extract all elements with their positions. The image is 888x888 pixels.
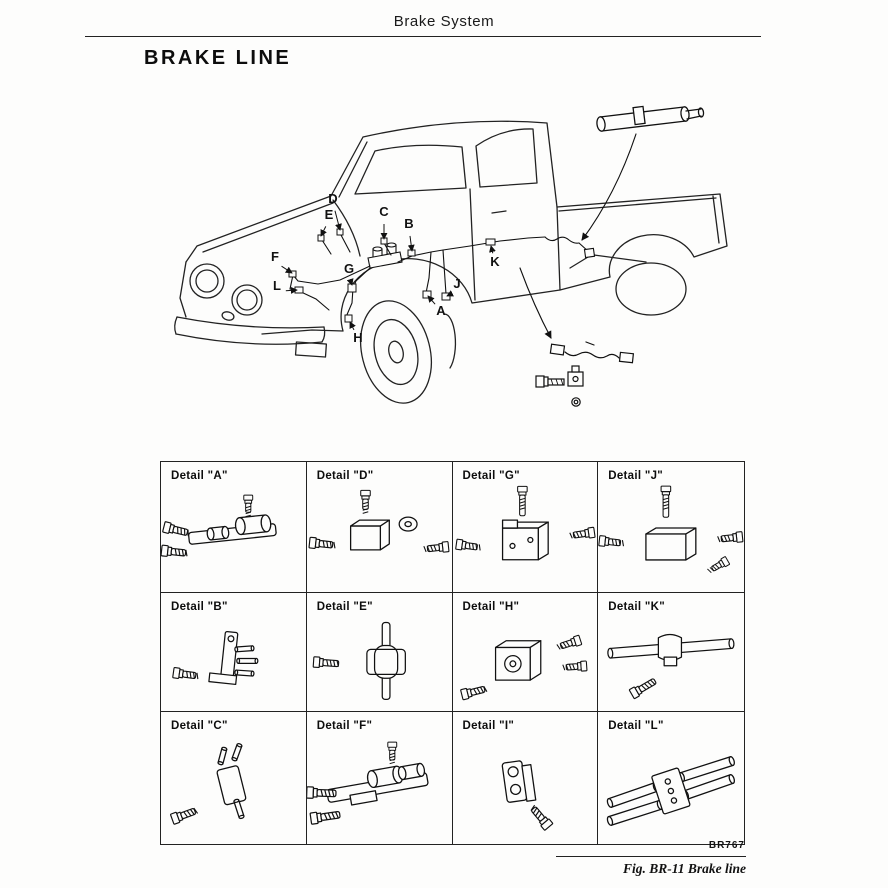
detail-cell-C: Detail "C" [161, 712, 307, 844]
callout-arrow-F [281, 265, 293, 274]
callout-J: J [453, 276, 460, 291]
header-rule [85, 36, 761, 37]
callout-E: E [325, 207, 334, 222]
detail-cell-K: Detail "K" [598, 593, 744, 712]
detail-H-illustration [459, 634, 587, 701]
detail-cell-label-I: Detail "I" [462, 720, 515, 732]
callout-arrow-D [334, 210, 342, 231]
detail-L-illustration [606, 756, 736, 826]
callout-arrow-L [285, 286, 298, 294]
detail-cell-label-D: Detail "D" [316, 470, 374, 482]
hose-fitting-inset [519, 267, 635, 407]
detail-cell-label-E: Detail "E" [316, 601, 373, 613]
callout-arrow-B [407, 235, 415, 252]
figure-rule [556, 856, 746, 857]
detail-cell-E: Detail "E" [306, 593, 453, 712]
callout-H: H [353, 330, 362, 345]
detail-cell-A: Detail "A" [161, 462, 307, 593]
detail-D-illustration [308, 489, 450, 553]
detail-C-illustration [170, 743, 247, 825]
detail-cell-L: Detail "L" [598, 712, 744, 844]
detail-A-illustration [161, 494, 277, 557]
callout-arrow-A [427, 295, 436, 305]
detail-cell-label-A: Detail "A" [171, 470, 228, 482]
detail-cell-D: Detail "D" [306, 462, 453, 593]
callout-D: D [328, 191, 337, 206]
callout-arrow-K [489, 245, 496, 254]
detail-table: Detail "A" Detail "D" Detail "G" Detail "J"… [160, 461, 745, 845]
detail-cell-I: Detail "I" [453, 712, 599, 844]
detail-K-illustration [607, 633, 735, 700]
callout-arrow-J [446, 290, 455, 297]
detail-cell-J: Detail "J" [598, 462, 744, 593]
callout-L: L [273, 278, 281, 293]
callout-F: F [271, 249, 279, 264]
figure-caption: Fig. BR-11 Brake line [622, 861, 746, 876]
detail-cell-label-K: Detail "K" [608, 601, 665, 613]
callout-arrow-H [349, 321, 356, 331]
detail-cell-H: Detail "H" [452, 593, 599, 712]
page-header: Brake System [393, 13, 495, 30]
callout-arrow-E [320, 226, 327, 237]
figure-code: BR767 [708, 840, 745, 851]
callout-B: B [404, 216, 413, 231]
callout-A: A [436, 303, 446, 318]
callout-letters: DE CB FL G J K A H [271, 191, 500, 345]
detail-cell-label-H: Detail "H" [462, 601, 520, 613]
detail-I-illustration [501, 760, 553, 831]
callout-C: C [379, 204, 389, 219]
brake-pipes [289, 234, 596, 318]
detail-cell-label-L: Detail "L" [608, 720, 664, 732]
detail-cell-G: Detail "G" [452, 462, 599, 593]
callout-arrow-G [346, 278, 354, 286]
detail-G-illustration [454, 485, 596, 561]
detail-cell-label-G: Detail "G" [462, 470, 520, 482]
callout-G: G [344, 261, 354, 276]
detail-cell-label-J: Detail "J" [608, 470, 664, 482]
detail-J-illustration [598, 485, 744, 574]
rear-hose-inset [581, 105, 705, 241]
detail-cell-F: Detail "F" [306, 712, 453, 844]
detail-cell-label-C: Detail "C" [171, 720, 228, 732]
detail-F-illustration [306, 741, 429, 825]
detail-cell-label-F: Detail "F" [316, 720, 373, 732]
callout-K: K [490, 254, 500, 269]
detail-cell-B: Detail "B" [161, 593, 307, 712]
section-title: BRAKE LINE [144, 47, 292, 69]
detail-B-illustration [172, 630, 259, 686]
brake-line-diagram: DE CB FL G J K A H [174, 105, 728, 407]
detail-cell-label-B: Detail "B" [171, 601, 228, 613]
detail-E-illustration [312, 621, 406, 701]
truck-outline [174, 120, 728, 404]
